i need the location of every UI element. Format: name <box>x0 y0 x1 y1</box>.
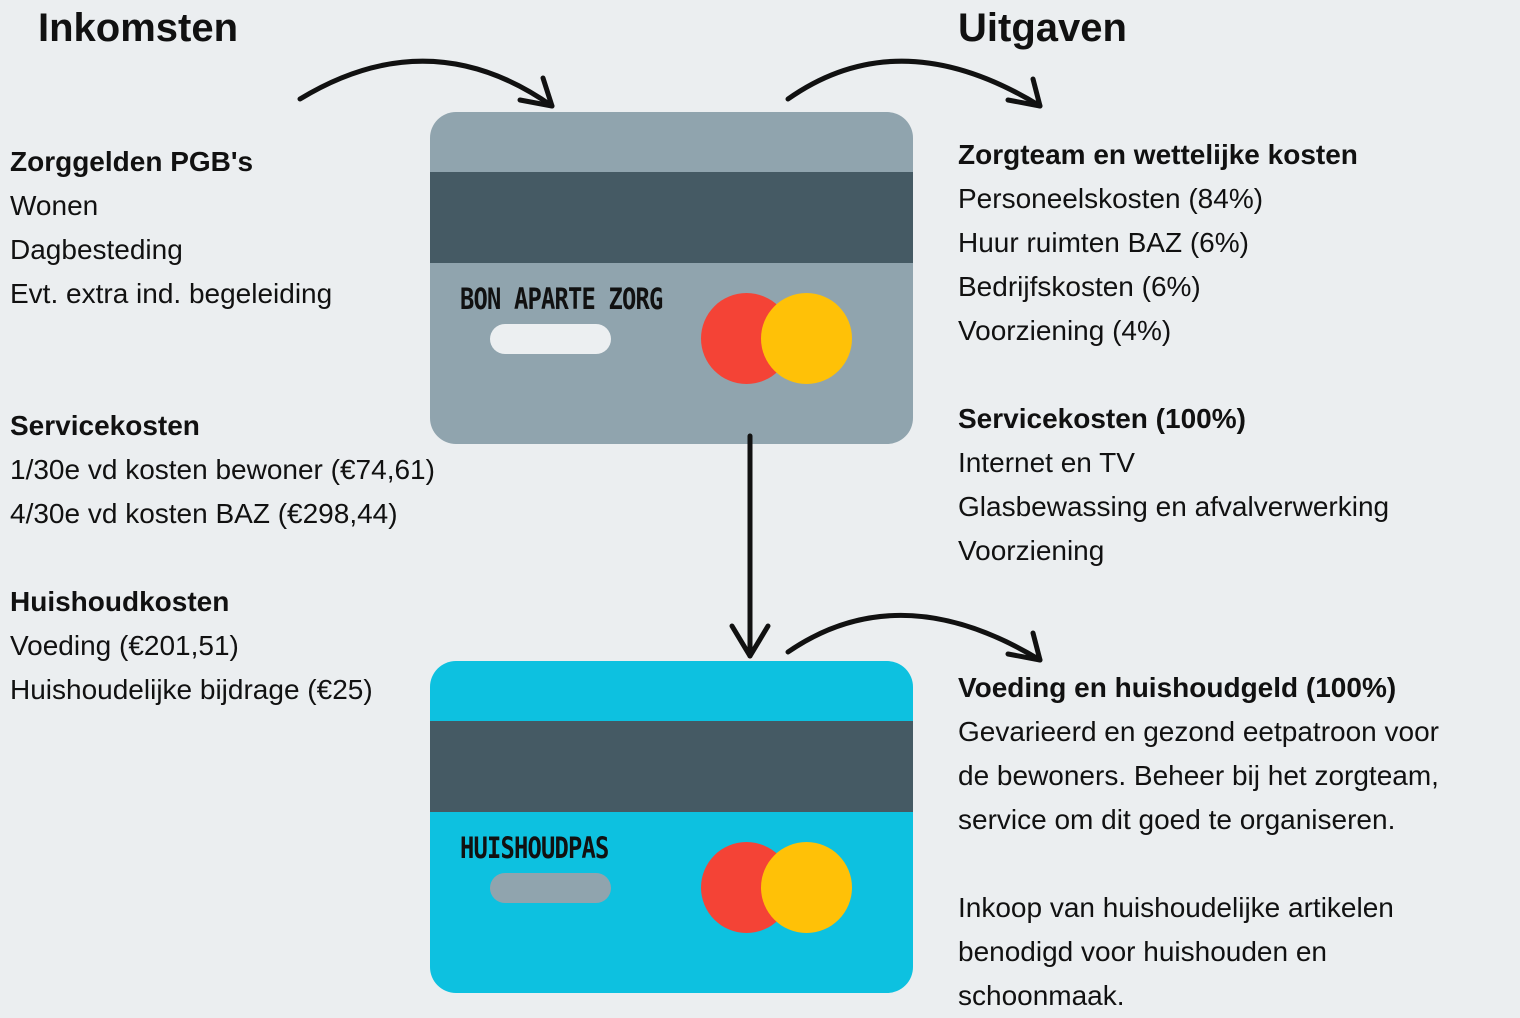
income-group-servicekosten: Servicekosten 1/30e vd kosten bewoner (€… <box>10 404 435 536</box>
income-item: Evt. extra ind. begeleiding <box>10 278 333 309</box>
expense-item: benodigd voor huishouden en <box>958 936 1327 967</box>
income-item: Huishoudelijke bijdrage (€25) <box>10 674 373 705</box>
expense-item: Internet en TV <box>958 447 1135 478</box>
expense-item: Inkoop van huishoudelijke artikelen <box>958 892 1394 923</box>
expense-group-title: Zorgteam en wettelijke kosten <box>958 139 1358 170</box>
card-logo-yellow-circle <box>761 293 852 384</box>
expenses-heading: Uitgaven <box>958 6 1127 50</box>
arrow-income-to-card <box>297 58 555 109</box>
expense-item: Gevarieerd en gezond eetpatroon voor <box>958 716 1439 747</box>
income-item: Voeding (€201,51) <box>10 630 239 661</box>
arrow-huishoudpas-to-expenses <box>785 612 1043 663</box>
arrow-card-to-huishoudpas <box>729 433 771 659</box>
expense-item: Voorziening (4%) <box>958 315 1172 346</box>
expense-item: de bewoners. Beheer bij het zorgteam, <box>958 760 1439 791</box>
card-magnetic-stripe <box>430 721 913 812</box>
card-name-label: HUISHOUDPAS <box>460 831 609 865</box>
huishoudpas-card: HUISHOUDPAS <box>430 661 913 993</box>
expense-item: schoonmaak. <box>958 980 1125 1011</box>
expense-item: Personeelskosten (84%) <box>958 183 1264 214</box>
income-item: 4/30e vd kosten BAZ (€298,44) <box>10 498 398 529</box>
expense-item: Bedrijfskosten (6%) <box>958 271 1201 302</box>
expense-group-servicekosten: Servicekosten (100%) Internet en TV Glas… <box>958 397 1389 573</box>
income-heading: Inkomsten <box>38 6 239 50</box>
income-group-title: Zorggelden PGB's <box>10 146 254 177</box>
expense-item: Huur ruimten BAZ (6%) <box>958 227 1249 258</box>
expense-group-title: Voeding en huishoudgeld (100%) <box>958 672 1397 703</box>
income-group-huishoudkosten: Huishoudkosten Voeding (€201,51) Huishou… <box>10 580 373 712</box>
expense-group-voeding: Voeding en huishoudgeld (100%) Gevarieer… <box>958 666 1439 1018</box>
income-group-zorggelden: Zorggelden PGB's Wonen Dagbesteding Evt.… <box>10 140 332 316</box>
card-logo-yellow-circle <box>761 842 852 933</box>
card-magnetic-stripe <box>430 172 913 263</box>
income-group-title: Servicekosten <box>10 410 200 441</box>
expense-item: service om dit goed te organiseren. <box>958 804 1396 835</box>
income-group-title: Huishoudkosten <box>10 586 230 617</box>
bon-aparte-zorg-card: BON APARTE ZORG <box>430 112 913 444</box>
expense-item: Glasbewassing en afvalverwerking <box>958 491 1390 522</box>
card-chip <box>490 873 611 903</box>
arrow-card-to-expenses <box>785 58 1043 109</box>
card-name-label: BON APARTE ZORG <box>460 282 663 316</box>
income-item: Wonen <box>10 190 99 221</box>
income-item: Dagbesteding <box>10 234 183 265</box>
expense-group-zorgteam: Zorgteam en wettelijke kosten Personeels… <box>958 133 1358 353</box>
expense-group-title: Servicekosten (100%) <box>958 403 1246 434</box>
card-chip <box>490 324 611 354</box>
expense-item: Voorziening <box>958 535 1105 566</box>
income-item: 1/30e vd kosten bewoner (€74,61) <box>10 454 435 485</box>
